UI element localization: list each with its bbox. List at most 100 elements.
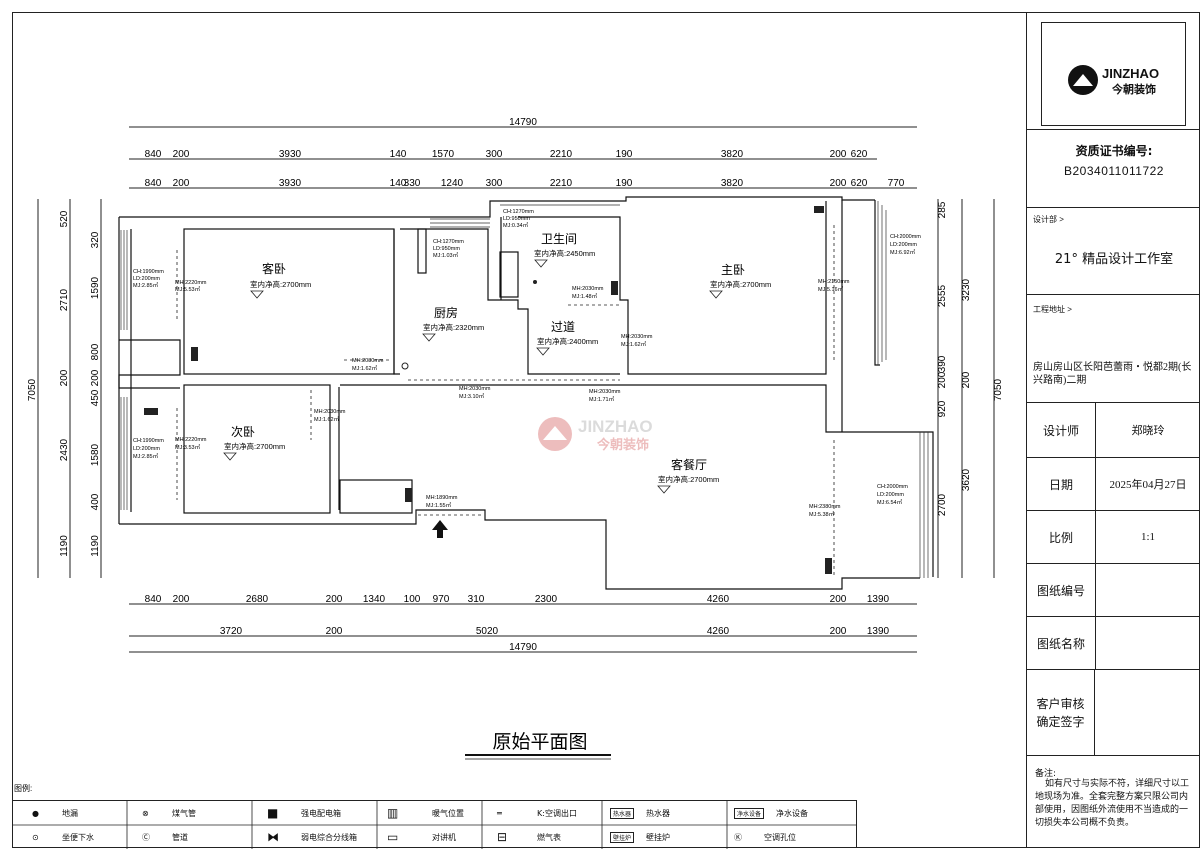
tag-line: LD:200mm <box>133 446 160 452</box>
notes-text: 如有尺寸与实际不符，详细尺寸以工地现场为准。全套完整方案只限公司内部使用，因图纸… <box>1035 779 1190 828</box>
legend-label: 地漏 <box>62 808 78 818</box>
dim-label: 300 <box>486 149 503 160</box>
tag-line: MJ:2.85㎡ <box>133 452 159 460</box>
dim-label: 2300 <box>535 594 558 605</box>
site-cell: 工程地址 > 房山房山区长阳芭蕾雨・悦都2期(长兴路南)二期 <box>1027 295 1200 403</box>
cert-number: B2034011011722 <box>1064 164 1164 178</box>
legend-toilet-drain: ⊙坐便下水 <box>32 825 127 849</box>
dim-label: 1190 <box>90 535 101 557</box>
floor-plan: 14790 840 200 3930 140 1570 300 2210 190… <box>14 117 1004 793</box>
dim-label: 200 <box>173 149 190 160</box>
row-drawing-number: 图纸编号 <box>1027 564 1200 617</box>
legend-label: 坐便下水 <box>62 832 94 842</box>
dim-label: 100 <box>404 594 421 605</box>
tag-line: MJ:3.53㎡ <box>175 443 201 451</box>
dim-label: 200 <box>961 371 972 388</box>
dim-label: 1390 <box>867 594 890 605</box>
logo-cn: 今朝装饰 <box>1111 82 1156 96</box>
dim-label: 970 <box>433 594 450 605</box>
dim-label: 2680 <box>246 594 269 605</box>
door-openings <box>176 225 835 575</box>
room-height-label: 室内净高:2700mm <box>250 279 311 289</box>
dim-label: 5020 <box>476 626 499 637</box>
dim-top-row1: 840 200 3930 140 1570 300 2210 190 3820 … <box>145 149 868 160</box>
room-name-living-dining: 客餐厅 <box>671 457 707 472</box>
tag-line: MH:2030mm <box>314 409 346 415</box>
radiators <box>144 206 832 574</box>
row-approval: 客户审核确定签字 <box>1027 670 1200 756</box>
design-dept-label: 设计部 > <box>1033 215 1064 224</box>
dim-label: 3230 <box>961 278 972 301</box>
gas-pipe-icon: ⊗ <box>142 808 149 818</box>
dim-label: 200 <box>326 594 343 605</box>
scale-key: 比例 <box>1027 511 1096 563</box>
tag-line: CH:1990mm <box>133 438 164 444</box>
tag-line: LD:200mm <box>133 276 160 282</box>
row-date: 日期 2025年04月27日 <box>1027 458 1200 511</box>
dim-label: 200 <box>326 626 343 637</box>
dim-label: 840 <box>145 178 162 189</box>
dim-label: 200 <box>830 178 847 189</box>
dim-bottom-row2: 3720 200 5020 4260 200 1390 <box>220 626 890 637</box>
drawing-name-key: 图纸名称 <box>1027 617 1096 669</box>
legend-floor-drain: ● 地漏 <box>32 801 127 825</box>
gas-meter-icon: ⊟ <box>497 830 508 844</box>
tag-line: MH:2220mm <box>175 280 207 286</box>
radiator-icon <box>825 558 832 574</box>
legend-power-box: ■强电配电箱 <box>267 801 377 825</box>
water-heater-icon: 热水器 <box>610 807 635 819</box>
dim-label: 620 <box>851 178 868 189</box>
tag-line: MH:2150mm <box>818 279 850 285</box>
legend-label: 热水器 <box>646 808 671 818</box>
tag-line: LD:200mm <box>890 242 917 248</box>
dim-label: 300 <box>486 178 503 189</box>
legend-label: 壁挂炉 <box>646 832 671 842</box>
room-height-label: 室内净高:2320mm <box>423 322 484 332</box>
watermark-en: JINZHAO <box>578 417 653 436</box>
dim-label: 2210 <box>550 149 573 160</box>
tag-line: MH:2030mm <box>572 286 604 292</box>
room-name-bathroom: 卫生间 <box>541 232 577 246</box>
tag-line: MJ:2.85㎡ <box>133 281 159 289</box>
tag-line: MH:2030mm <box>352 358 384 364</box>
dim-label: 520 <box>59 210 70 227</box>
drain-icon <box>401 362 409 370</box>
legend-label: 净水设备 <box>776 808 809 818</box>
dim-label: 840 <box>145 149 162 160</box>
boiler-icon: 壁挂炉 <box>610 831 635 843</box>
ac-hole-icon: Ⓚ <box>734 832 742 842</box>
dim-label: 200 <box>173 594 190 605</box>
dim-label: 1240 <box>441 178 464 189</box>
entrance-arrow-icon <box>432 520 448 538</box>
dim-right: 285 2555 390 200 920 2700 3230 200 3620 … <box>937 201 1004 516</box>
tag-line: MJ:3.10㎡ <box>459 392 485 400</box>
row-scale: 比例 1:1 <box>1027 511 1200 564</box>
toilet-drain-icon <box>533 280 537 284</box>
legend-boiler: 壁挂炉 壁挂炉 <box>610 825 727 849</box>
legend-label: 弱电综合分线箱 <box>301 832 357 842</box>
designer-key: 设计师 <box>1027 403 1096 457</box>
tag-line: MJ:6.54㎡ <box>877 498 903 506</box>
site-label: 工程地址 > <box>1033 305 1072 314</box>
legend-label: 空调孔位 <box>764 832 796 842</box>
room-height-label: 室内净高:2700mm <box>224 441 285 451</box>
dim-label: 3930 <box>279 178 302 189</box>
drawing-title: 原始平面图 <box>492 731 587 753</box>
tag-line: MJ:5.16㎡ <box>818 285 844 293</box>
radiator-icon <box>405 488 412 502</box>
legend-ac-outlet: ═K:空调出口 <box>497 801 602 825</box>
radiator-icon <box>191 347 198 361</box>
dim-label: 450 <box>90 389 101 406</box>
dim-label: 200 <box>937 371 948 388</box>
floor-drain-icon: ● <box>32 808 39 818</box>
height-markers <box>223 259 723 494</box>
legend-ac-hole: Ⓚ 空调孔位 <box>734 825 857 849</box>
radiator-icon <box>144 408 158 415</box>
legend-water-heater: 热水器 热水器 <box>610 801 727 825</box>
dim-label: 320 <box>90 231 101 248</box>
dim-label: 3930 <box>279 149 302 160</box>
signature-area[interactable] <box>1095 670 1200 755</box>
tag-line: LD:200mm <box>877 492 904 498</box>
room-height-label: 室内净高:2450mm <box>534 248 595 258</box>
